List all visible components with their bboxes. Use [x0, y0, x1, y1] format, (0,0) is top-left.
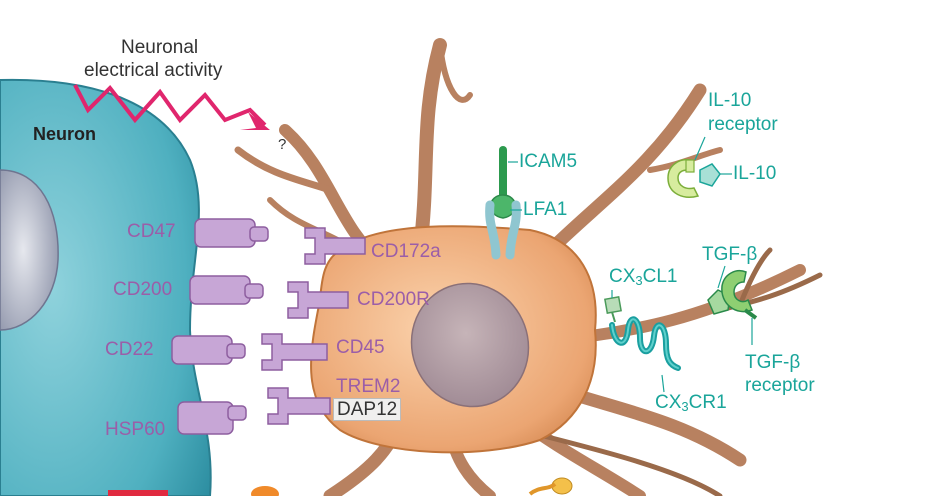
tgfb-receptor-label-line2: receptor: [745, 375, 815, 396]
cx3cl1-label: CX3CL1: [609, 266, 678, 288]
cd172a-receptor: [304, 227, 366, 265]
hsp60-label: HSP60: [105, 419, 166, 440]
tgfb-receptor: [707, 270, 758, 320]
il10-label: IL-10: [733, 163, 777, 184]
cd200r-label: CD200R: [357, 289, 430, 310]
cd172a-label: CD172a: [371, 241, 441, 262]
cd45-receptor: [261, 333, 328, 371]
microglia-nucleus: [410, 282, 530, 408]
unknown-mark: ?: [278, 136, 287, 153]
il10-receptor-label-line1: IL-10: [708, 90, 752, 111]
electrical-activity-arrow: [73, 84, 270, 130]
cd200r-receptor: [287, 281, 349, 319]
icam5-label: ICAM5: [519, 151, 578, 172]
neuron-nucleus: [0, 169, 59, 331]
dap12-label: DAP12: [333, 398, 402, 421]
cd22-ligand: [171, 335, 246, 365]
tgfb-receptor-label-line1: TGF-β: [745, 352, 801, 373]
neuron-cell: [0, 78, 212, 496]
cd200-ligand: [189, 275, 264, 305]
hsp60-ligand: [177, 401, 247, 435]
leader-lines: [508, 136, 753, 393]
cd200-label: CD200: [113, 279, 173, 300]
cx3cl1-molecule: [604, 296, 622, 314]
il10-receptor: [667, 158, 721, 198]
bottom-partial-elements: [108, 477, 573, 496]
neuron-label: Neuron: [33, 124, 96, 144]
cd22-label: CD22: [105, 339, 154, 360]
microglia-cell: [310, 225, 597, 454]
cx3cl1-cx3cr1-pair: [604, 296, 681, 371]
tgfb-label: TGF-β: [702, 244, 758, 265]
activity-label-line1: Neuronal: [121, 37, 199, 58]
microglia-receptors: [261, 227, 366, 425]
cd45-label: CD45: [336, 337, 385, 358]
cd47-ligand: [194, 218, 269, 248]
activity-label-line2: electrical activity: [84, 60, 223, 81]
il10-molecule: [699, 163, 721, 187]
neuron-ligands: [171, 218, 269, 435]
cd47-label: CD47: [127, 221, 176, 242]
lfa1-label: LFA1: [523, 199, 568, 220]
trem2-label: TREM2: [336, 376, 401, 397]
cx3cr1-label: CX3CR1: [655, 392, 727, 414]
il10-receptor-label-line2: receptor: [708, 114, 778, 135]
trem2-receptor: [267, 387, 331, 425]
